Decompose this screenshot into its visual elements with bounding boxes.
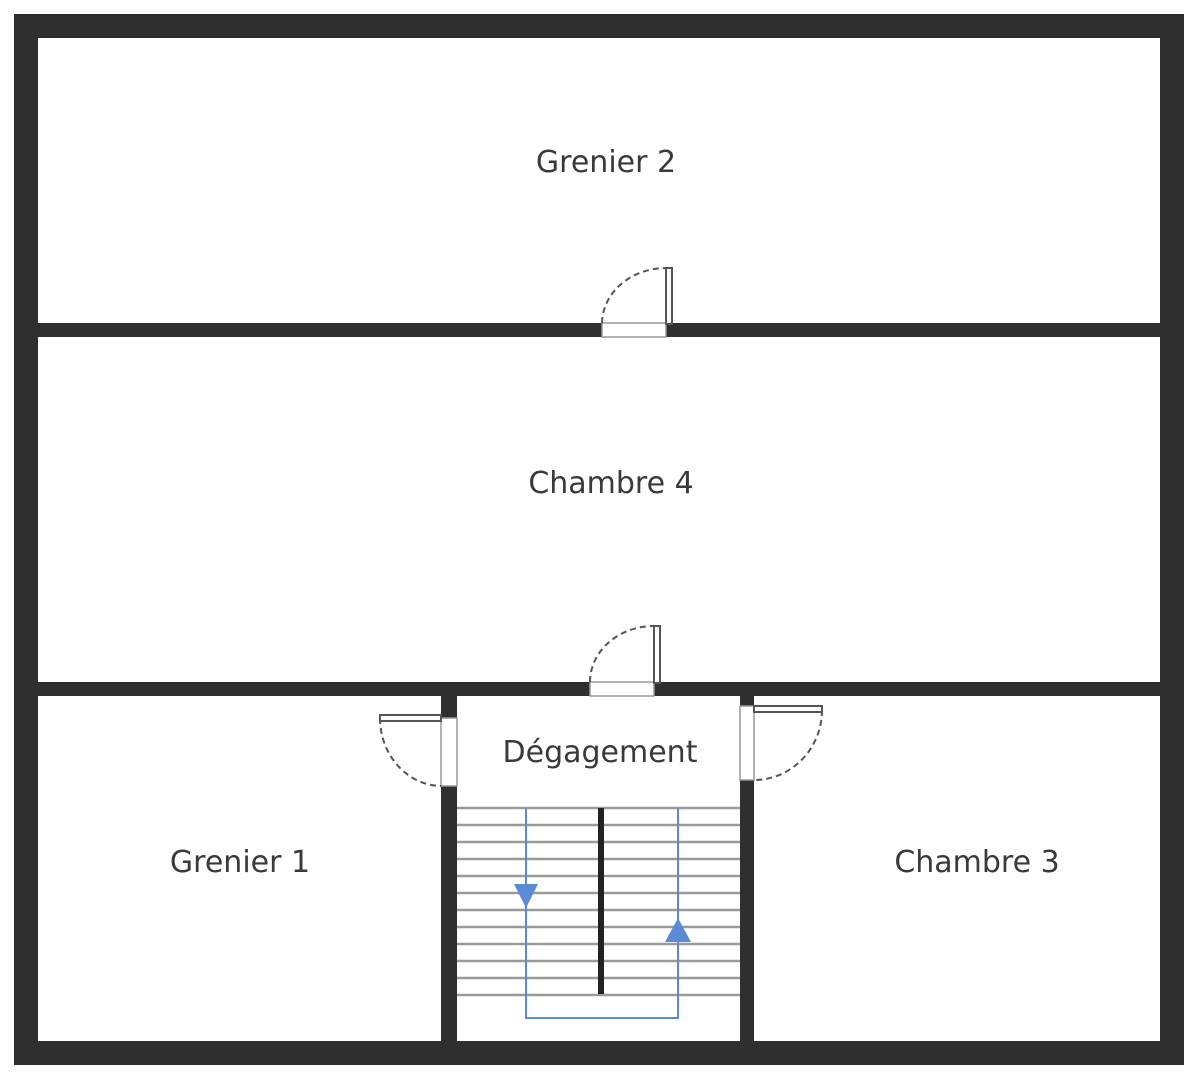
- door-threshold: [739, 705, 755, 781]
- door-swing-arc: [589, 625, 655, 683]
- wall-chambre4-lower-right: [654, 682, 1160, 696]
- wall-stair-left-top: [441, 696, 457, 718]
- door-grenier2: [601, 267, 673, 338]
- door-threshold: [589, 681, 655, 697]
- door-leaf: [753, 705, 823, 713]
- stair-center-rail: [598, 808, 604, 994]
- wall-stair-right-bottom: [740, 780, 754, 1041]
- door-threshold: [601, 322, 667, 338]
- wall-left: [14, 14, 38, 1065]
- door-leaf: [665, 267, 673, 325]
- interior-walls: [38, 323, 1160, 1041]
- door-leaf: [379, 714, 442, 722]
- room-label-grenier2: Grenier 2: [536, 145, 676, 180]
- arrow-up-icon: [665, 918, 691, 942]
- door-swing-arc: [379, 717, 442, 787]
- room-label-degagement: Dégagement: [503, 735, 698, 770]
- stair-path: [525, 808, 679, 1019]
- wall-stair-left-bottom: [441, 786, 457, 1041]
- wall-right: [1160, 14, 1184, 1065]
- door-swing-arc: [753, 709, 823, 781]
- door-chambre4: [589, 625, 661, 697]
- wall-top: [14, 14, 1184, 38]
- wall-grenier2-chambre4-right: [666, 323, 1160, 337]
- outer-walls: [14, 14, 1184, 1065]
- wall-grenier2-chambre4-left: [38, 323, 602, 337]
- room-label-chambre4: Chambre 4: [528, 466, 693, 501]
- wall-chambre4-lower-left: [38, 682, 590, 696]
- door-swing-arc: [601, 267, 667, 324]
- door-grenier1: [379, 714, 458, 787]
- wall-bottom: [14, 1041, 1184, 1065]
- door-threshold: [440, 717, 458, 787]
- staircase: [457, 806, 740, 1019]
- room-label-chambre3: Chambre 3: [894, 845, 1059, 880]
- room-label-grenier1: Grenier 1: [170, 845, 310, 880]
- arrow-down-icon: [514, 884, 538, 908]
- wall-stair-right-top: [740, 696, 754, 706]
- door-chambre3: [739, 705, 823, 781]
- door-leaf: [653, 625, 661, 684]
